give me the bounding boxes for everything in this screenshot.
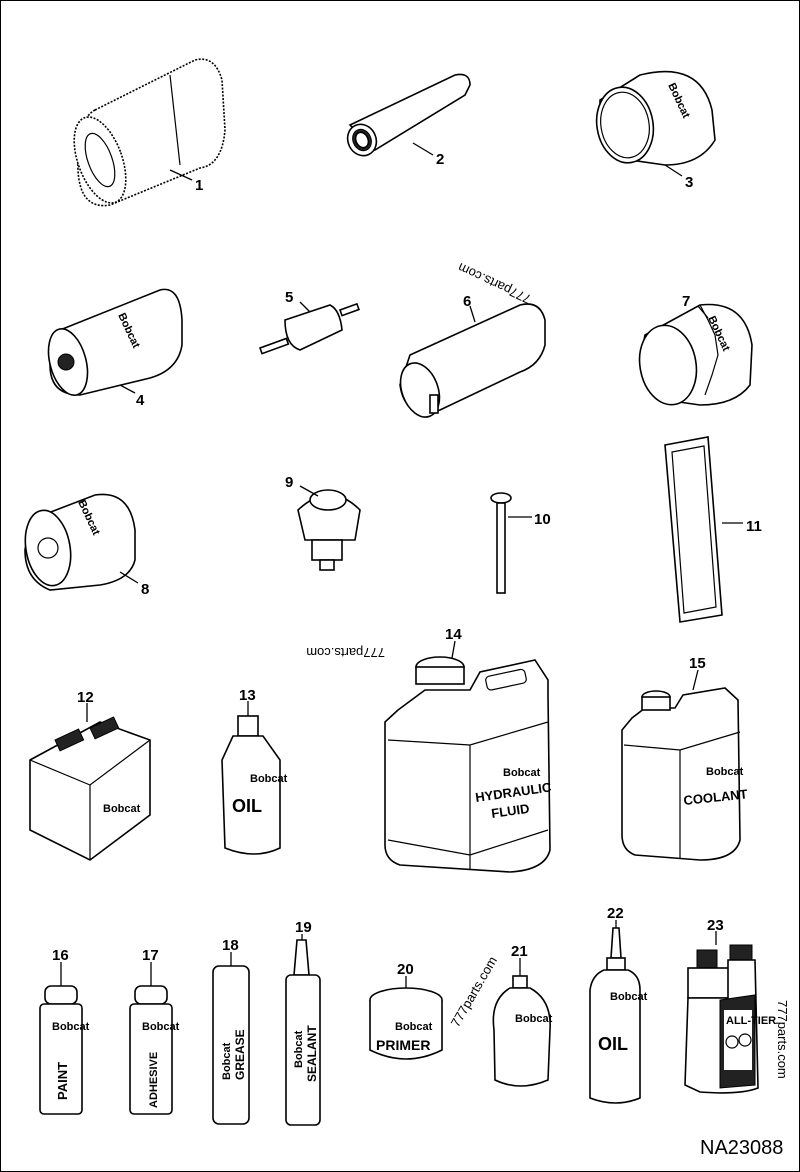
watermark: 777parts.com (306, 645, 385, 660)
bobcat-brand-label: Bobcat (221, 1042, 233, 1080)
callout-18: 18 (222, 937, 239, 954)
part-9-breather-cap[interactable] (297, 489, 361, 571)
callout-13: 13 (239, 687, 256, 704)
all-tier-label: ALL-TIER (726, 1015, 776, 1027)
part-19-sealant-tube[interactable]: Bobcat SEALANT (285, 939, 321, 1126)
part-7-oil-filter[interactable]: Bobcat (633, 303, 753, 410)
diagram-reference-number: NA23088 (700, 1137, 783, 1159)
callout-5: 5 (285, 289, 293, 306)
callout-6: 6 (463, 293, 471, 310)
part-22-oil-bottle[interactable]: Bobcat OIL (589, 927, 648, 1104)
bobcat-brand-label: Bobcat (293, 1030, 305, 1068)
leader-lines (60, 142, 743, 988)
callout-11: 11 (746, 518, 762, 535)
callout-22: 22 (607, 905, 624, 922)
callout-10: 10 (534, 511, 551, 528)
sealant-label: SEALANT (305, 1025, 319, 1082)
grease-label: GREASE (233, 1029, 247, 1080)
callout-4: 4 (136, 392, 145, 409)
callout-7: 7 (682, 293, 690, 310)
callout-20: 20 (397, 961, 414, 978)
part-4-fuel-filter[interactable]: Bobcat (42, 288, 183, 399)
adhesive-label: ADHESIVE (148, 1052, 160, 1108)
bobcat-brand-label: Bobcat (52, 1021, 90, 1033)
part-10-dipstick[interactable] (490, 492, 512, 594)
callout-19: 19 (295, 919, 312, 936)
callout-12: 12 (77, 689, 94, 706)
callout-1: 1 (195, 177, 203, 194)
part-17-adhesive-can[interactable]: Bobcat ADHESIVE (129, 985, 180, 1115)
part-5-inline-fuel-filter[interactable] (258, 302, 360, 355)
part-13-oil-bottle[interactable]: Bobcat OIL (221, 715, 288, 855)
callout-numbers: 1 2 3 4 5 6 7 8 9 10 11 12 13 14 15 16 1… (52, 151, 762, 978)
part-1-air-filter-outer[interactable] (64, 58, 226, 210)
callout-3: 3 (685, 174, 693, 191)
part-21-bottle[interactable]: Bobcat (492, 975, 553, 1087)
part-23-two-stroke-oil[interactable]: ALL-TIER (684, 944, 776, 1094)
bobcat-brand-label: Bobcat (503, 767, 541, 779)
bobcat-brand-label: Bobcat (395, 1021, 433, 1033)
primer-label: PRIMER (376, 1037, 430, 1053)
oil-label: OIL (598, 1034, 628, 1054)
coolant-label: COOLANT (683, 786, 749, 808)
part-18-grease-tube[interactable]: Bobcat GREASE (212, 965, 250, 1125)
bobcat-brand-label: Bobcat (142, 1021, 180, 1033)
callout-8: 8 (141, 581, 149, 598)
callout-15: 15 (689, 655, 706, 672)
bobcat-brand-label: Bobcat (610, 991, 648, 1003)
callout-2: 2 (436, 151, 444, 168)
part-3-oil-filter[interactable]: Bobcat (591, 70, 716, 168)
part-8-oil-filter[interactable]: Bobcat (20, 493, 136, 591)
paint-label: PAINT (55, 1062, 70, 1100)
bobcat-brand-label: Bobcat (250, 773, 288, 785)
watermark: 777parts.com (775, 1000, 790, 1079)
part-2-air-filter-inner[interactable] (343, 73, 471, 160)
bobcat-brand-label: Bobcat (103, 803, 141, 815)
part-15-coolant-jug[interactable]: Bobcat COOLANT (621, 687, 749, 861)
bobcat-brand-label: Bobcat (515, 1013, 553, 1025)
callout-16: 16 (52, 947, 69, 964)
fluid-label: FLUID (490, 801, 530, 821)
callout-23: 23 (707, 917, 724, 934)
callout-17: 17 (142, 947, 159, 964)
bobcat-brand-label: Bobcat (706, 766, 744, 778)
part-11-panel-air-filter[interactable] (664, 436, 723, 623)
callout-14: 14 (445, 626, 462, 643)
part-20-primer-can[interactable]: Bobcat PRIMER (369, 987, 443, 1060)
part-12-battery[interactable]: Bobcat (29, 716, 151, 861)
callout-9: 9 (285, 474, 293, 491)
part-6-filter-element[interactable] (394, 303, 546, 422)
part-14-hydraulic-fluid-jug[interactable]: Bobcat HYDRAULIC FLUID (384, 656, 553, 873)
oil-label: OIL (232, 796, 262, 816)
callout-21: 21 (511, 943, 528, 960)
